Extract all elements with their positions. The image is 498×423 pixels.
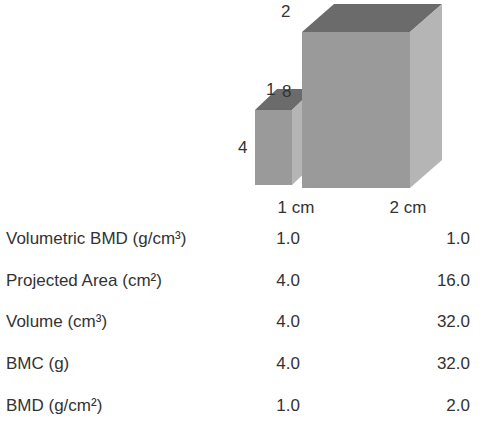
table-cell: 16.0 bbox=[437, 271, 470, 291]
row-heading: Volumetric BMD (g/cm³) bbox=[6, 229, 186, 249]
row-heading: Projected Area (cm²) bbox=[6, 271, 162, 291]
large-box bbox=[302, 4, 442, 188]
table-cell: 2.0 bbox=[446, 396, 470, 416]
dimension-label: 4 bbox=[238, 138, 247, 158]
dimension-label: 1 cm bbox=[278, 198, 315, 218]
table-cell: 4.0 bbox=[276, 354, 300, 374]
dimension-label: 8 bbox=[282, 82, 291, 102]
row-heading: Volume (cm³) bbox=[6, 312, 107, 332]
dimension-label: 2 cm bbox=[390, 198, 427, 218]
table-cell: 1.0 bbox=[446, 229, 470, 249]
row-heading: BMC (g) bbox=[6, 354, 69, 374]
box-front bbox=[302, 32, 410, 188]
table-cell: 4.0 bbox=[276, 312, 300, 332]
box-side bbox=[410, 4, 442, 188]
table-cell: 32.0 bbox=[437, 354, 470, 374]
box-front bbox=[255, 110, 292, 185]
table-cell: 1.0 bbox=[276, 396, 300, 416]
dimension-label: 1 bbox=[266, 80, 275, 100]
dimension-label: 2 bbox=[281, 2, 290, 22]
table-cell: 1.0 bbox=[276, 229, 300, 249]
row-heading: BMD (g/cm²) bbox=[6, 396, 102, 416]
table-cell: 4.0 bbox=[276, 271, 300, 291]
table-cell: 32.0 bbox=[437, 312, 470, 332]
